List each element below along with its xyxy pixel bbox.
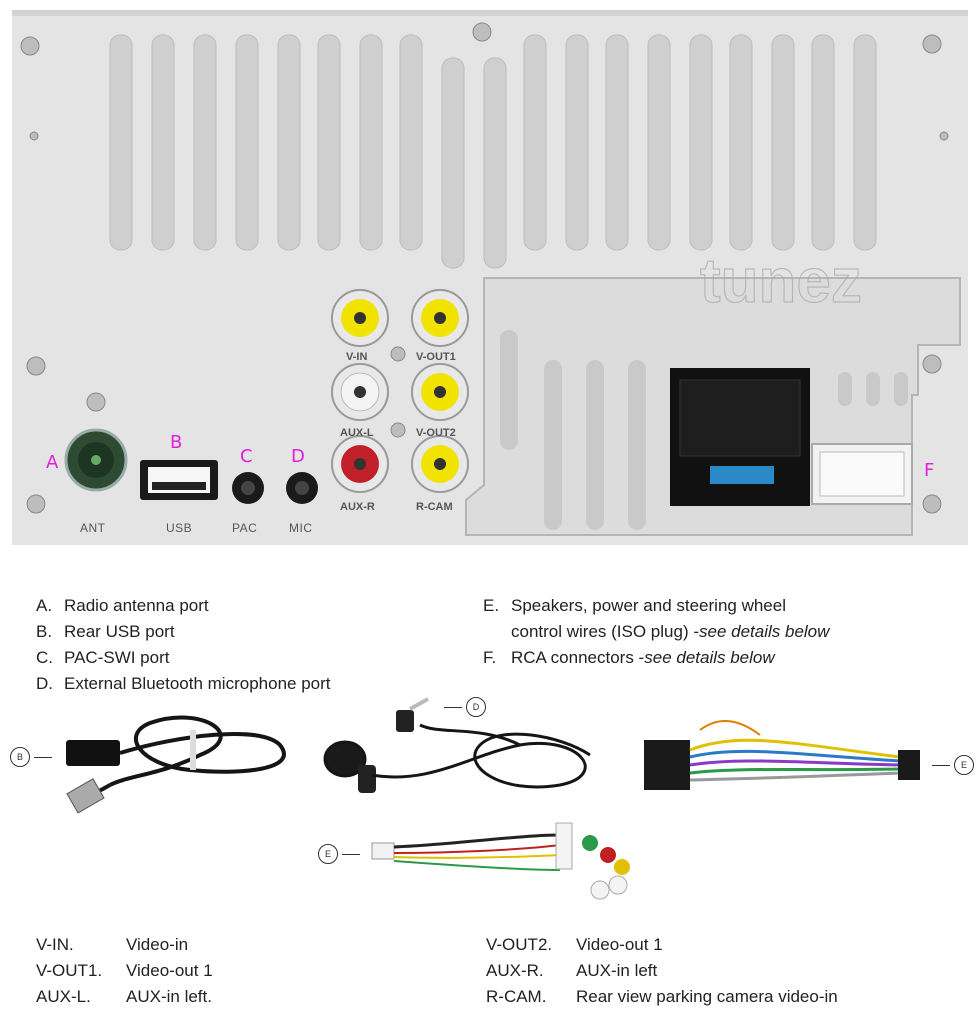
- legend-item-e: E.Speakers, power and steering wheel: [483, 596, 786, 615]
- rca-definitions-right: V-OUT2.Video-out 1 AUX-R.AUX-in left R-C…: [486, 932, 838, 1010]
- callout-iso-harness: E: [932, 755, 974, 775]
- iso-plug-icon: [670, 368, 810, 506]
- legend-item: D.External Bluetooth microphone port: [36, 674, 331, 693]
- antenna-port-icon: [64, 428, 128, 492]
- definition-row: AUX-L.AUX-in left.: [36, 987, 212, 1006]
- label-aux-r: AUX-R: [340, 501, 375, 513]
- label-r-cam: R-CAM: [416, 501, 453, 513]
- label-usb: USB: [166, 521, 192, 535]
- legend-item: A.Radio antenna port: [36, 596, 209, 615]
- definition-row: V-OUT1.Video-out 1: [36, 961, 213, 980]
- label-pac: PAC: [232, 521, 257, 535]
- label-v-out2: V-OUT2: [416, 427, 456, 439]
- rca-wire-harness-icon: [371, 822, 630, 900]
- mic-port-icon: [286, 472, 318, 504]
- vent-slots: [109, 34, 877, 269]
- marker-c: C: [240, 446, 253, 467]
- watermark: tunez: [700, 247, 862, 316]
- marker-d: D: [291, 446, 305, 467]
- definition-row: V-IN.Video-in: [36, 935, 189, 954]
- label-aux-l: AUX-L: [340, 427, 374, 439]
- head-unit-rear-panel: A B C D E F ANT USB PAC MIC V-IN V-OUT1 …: [12, 10, 968, 545]
- legend-item-f: F.RCA connectors - see details below: [483, 648, 775, 667]
- usb-extension-cable-icon: [66, 715, 286, 814]
- callout-microphone: D: [444, 697, 486, 717]
- label-ant: ANT: [80, 521, 106, 535]
- marker-f: F: [924, 460, 934, 481]
- rca-v-out2-icon: [411, 363, 469, 421]
- rca-header-plug-icon: [811, 443, 913, 505]
- definition-row: V-OUT2.Video-out 1: [486, 935, 663, 954]
- legend-item: C.PAC-SWI port: [36, 648, 170, 667]
- label-mic: MIC: [289, 521, 313, 535]
- iso-wire-harness-icon: [644, 719, 920, 790]
- legend-left: A.Radio antenna port B.Rear USB port C.P…: [36, 593, 331, 697]
- accessories-photos: [66, 697, 920, 900]
- rca-jacks: [331, 289, 469, 493]
- label-v-in: V-IN: [346, 351, 367, 363]
- microphone-icon: [323, 697, 591, 793]
- marker-b: B: [170, 432, 182, 453]
- rca-aux-l-icon: [331, 363, 389, 421]
- definition-row: AUX-R.AUX-in left: [486, 961, 658, 980]
- rca-v-in-icon: [331, 289, 389, 347]
- marker-a: A: [46, 452, 59, 473]
- label-v-out1: V-OUT1: [416, 351, 456, 363]
- rca-definitions-left: V-IN.Video-in V-OUT1.Video-out 1 AUX-L.A…: [36, 932, 213, 1010]
- definition-row: R-CAM.Rear view parking camera video-in: [486, 987, 838, 1006]
- rca-v-out1-icon: [411, 289, 469, 347]
- pac-port-icon: [232, 472, 264, 504]
- legend-right: E.Speakers, power and steering wheel con…: [483, 593, 829, 671]
- rca-aux-r-icon: [331, 435, 389, 493]
- callout-usb-cable: B: [10, 747, 52, 767]
- rca-r-cam-icon: [411, 435, 469, 493]
- callout-rca-harness: E: [318, 844, 360, 864]
- legend-item: B.Rear USB port: [36, 622, 175, 641]
- usb-port-icon: [140, 460, 218, 500]
